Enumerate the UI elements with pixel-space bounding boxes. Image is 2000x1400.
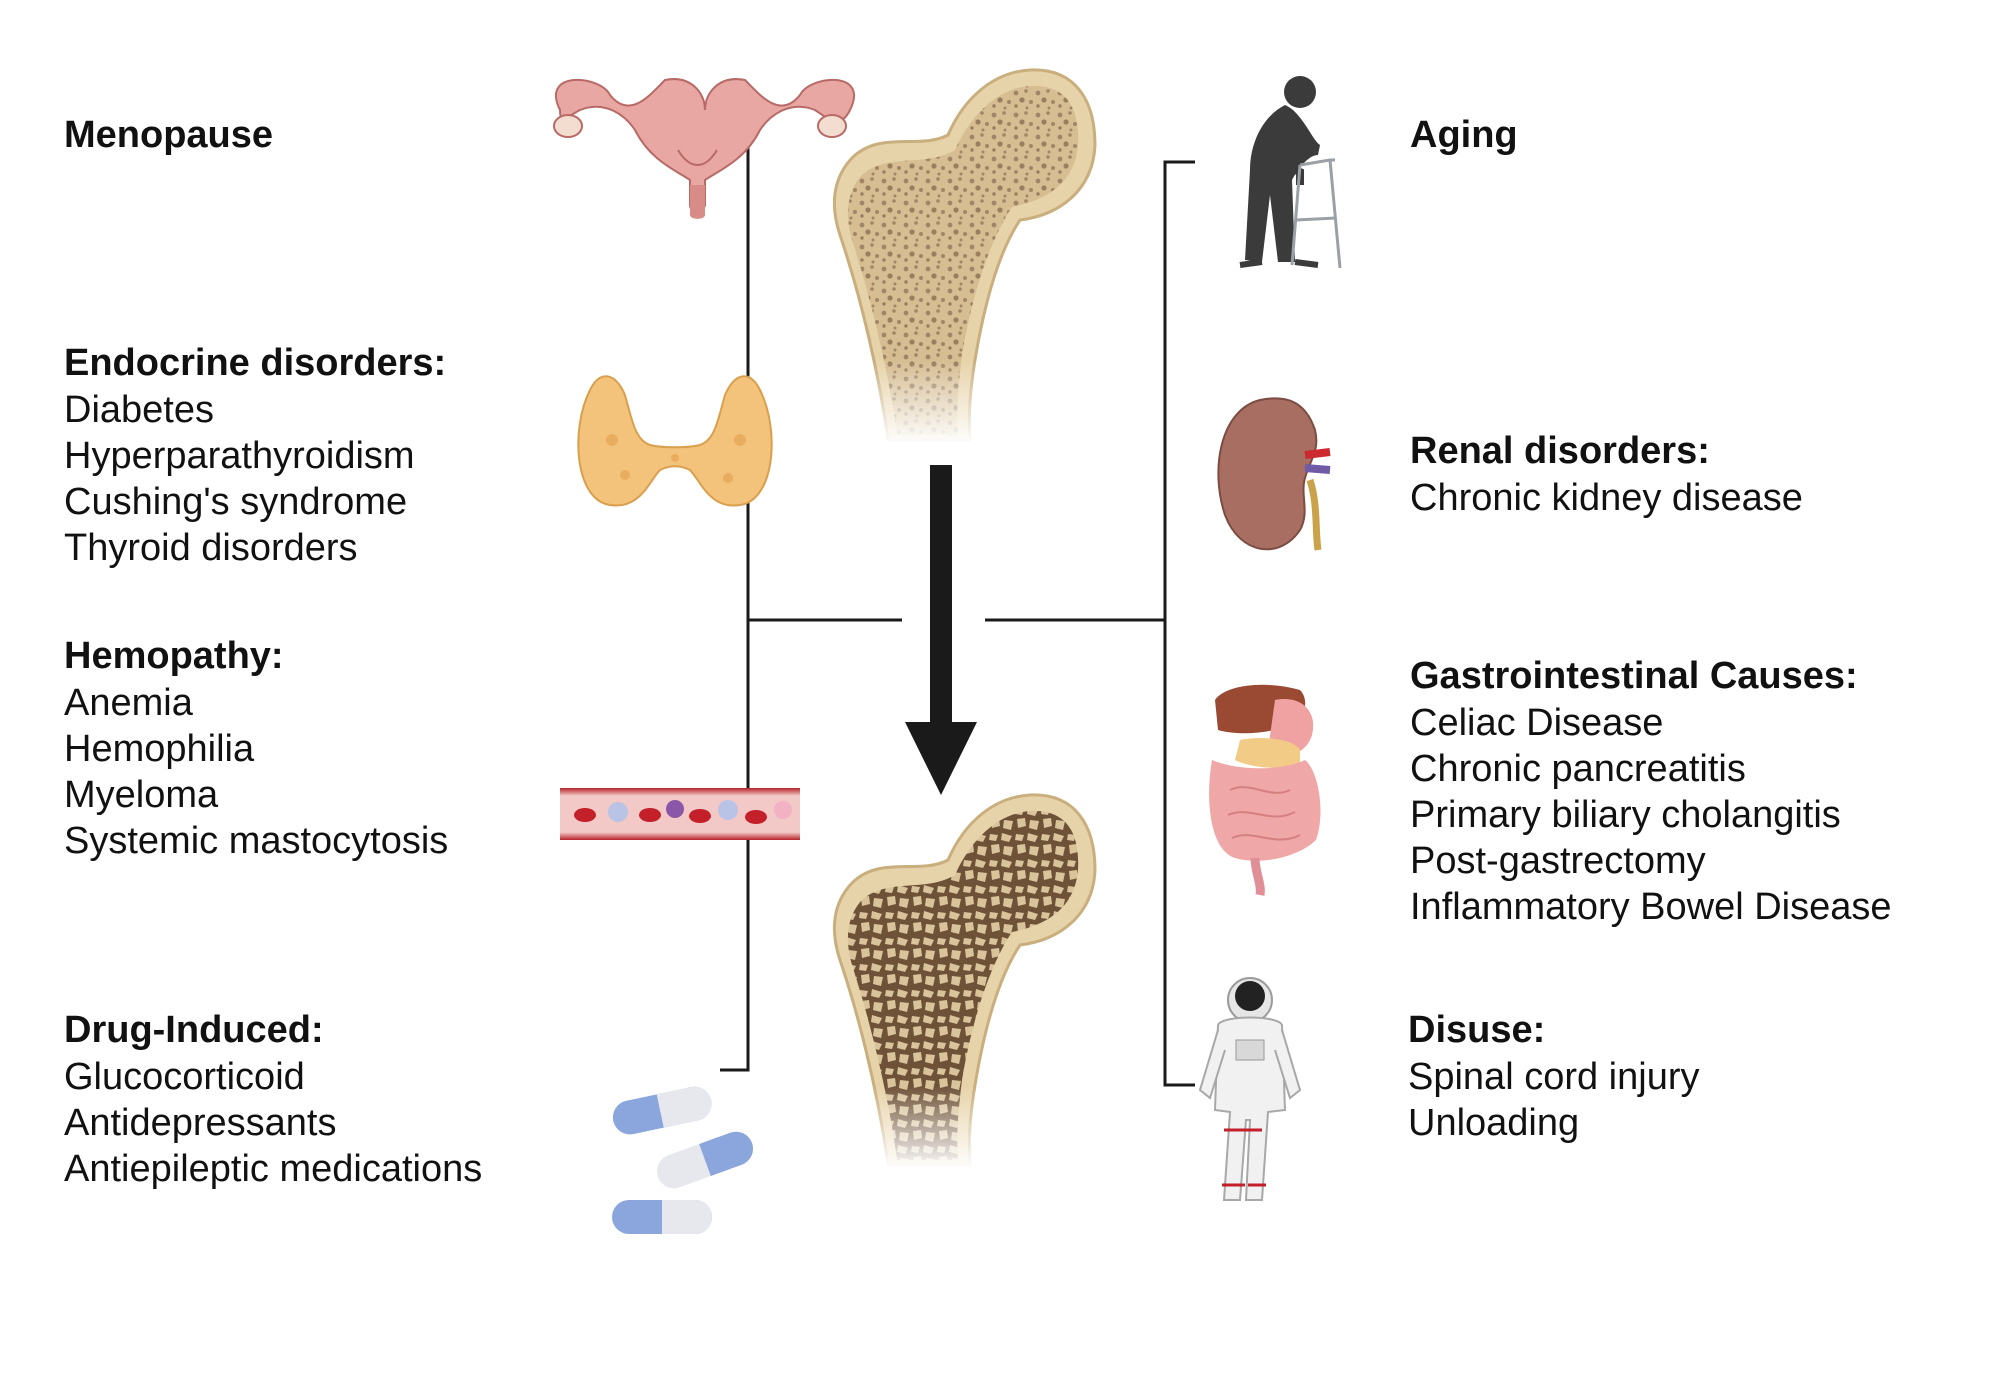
astronaut-icon bbox=[1198, 977, 1302, 1201]
list-item: Antidepressants bbox=[64, 1102, 337, 1144]
thyroid-icon bbox=[577, 375, 773, 507]
pills-icon bbox=[612, 1086, 754, 1234]
group-heading: Menopause bbox=[64, 114, 274, 156]
kidney-icon bbox=[1217, 397, 1331, 551]
list-item: Myeloma bbox=[64, 774, 219, 816]
group-heading: Drug-Induced: bbox=[64, 1009, 324, 1051]
group-gastrointestinal-causes: Gastrointestinal Causes: Celiac Disease … bbox=[1410, 653, 1892, 930]
group-heading: Renal disorders: bbox=[1410, 430, 1710, 472]
list-item: Chronic pancreatitis bbox=[1410, 748, 1746, 790]
group-renal-disorders: Renal disorders: Chronic kidney disease bbox=[1410, 428, 1803, 521]
list-item: Thyroid disorders bbox=[64, 527, 358, 569]
down-arrow-icon bbox=[905, 465, 977, 795]
list-item: Inflammatory Bowel Disease bbox=[1410, 886, 1892, 928]
group-aging: Aging bbox=[1410, 112, 1518, 159]
right-bracket bbox=[985, 160, 1195, 1087]
list-item: Cushing's syndrome bbox=[64, 481, 408, 523]
list-item: Primary biliary cholangitis bbox=[1410, 794, 1841, 836]
healthy-femur-icon bbox=[820, 60, 1110, 445]
group-heading: Aging bbox=[1410, 114, 1518, 156]
list-item: Anemia bbox=[64, 682, 193, 724]
list-item: Unloading bbox=[1408, 1102, 1580, 1144]
list-item: Glucocorticoid bbox=[64, 1056, 305, 1098]
list-item: Diabetes bbox=[64, 389, 214, 431]
group-drug-induced: Drug-Induced: Glucocorticoid Antidepress… bbox=[64, 1007, 482, 1192]
group-heading: Hemopathy: bbox=[64, 635, 284, 677]
elderly-walker-icon bbox=[1239, 76, 1342, 269]
list-item: Hemophilia bbox=[64, 728, 255, 770]
group-heading: Disuse: bbox=[1408, 1009, 1546, 1051]
group-endocrine-disorders: Endocrine disorders: Diabetes Hyperparat… bbox=[64, 340, 446, 571]
uterus-icon bbox=[553, 78, 855, 219]
digestive-system-icon bbox=[1209, 684, 1321, 896]
group-menopause: Menopause bbox=[64, 112, 273, 159]
list-item: Hyperparathyroidism bbox=[64, 435, 415, 477]
group-heading: Gastrointestinal Causes: bbox=[1410, 655, 1858, 697]
blood-vessel-icon bbox=[560, 788, 800, 840]
list-item: Post-gastrectomy bbox=[1410, 840, 1706, 882]
group-heading: Endocrine disorders: bbox=[64, 342, 447, 384]
list-item: Chronic kidney disease bbox=[1410, 477, 1803, 519]
list-item: Systemic mastocytosis bbox=[64, 820, 449, 862]
group-hemopathy: Hemopathy: Anemia Hemophilia Myeloma Sys… bbox=[64, 633, 448, 864]
osteoporotic-femur-icon bbox=[820, 785, 1110, 1170]
list-item: Celiac Disease bbox=[1410, 702, 1664, 744]
group-disuse: Disuse: Spinal cord injury Unloading bbox=[1408, 1007, 1699, 1146]
list-item: Spinal cord injury bbox=[1408, 1056, 1700, 1098]
list-item: Antiepileptic medications bbox=[64, 1148, 483, 1190]
